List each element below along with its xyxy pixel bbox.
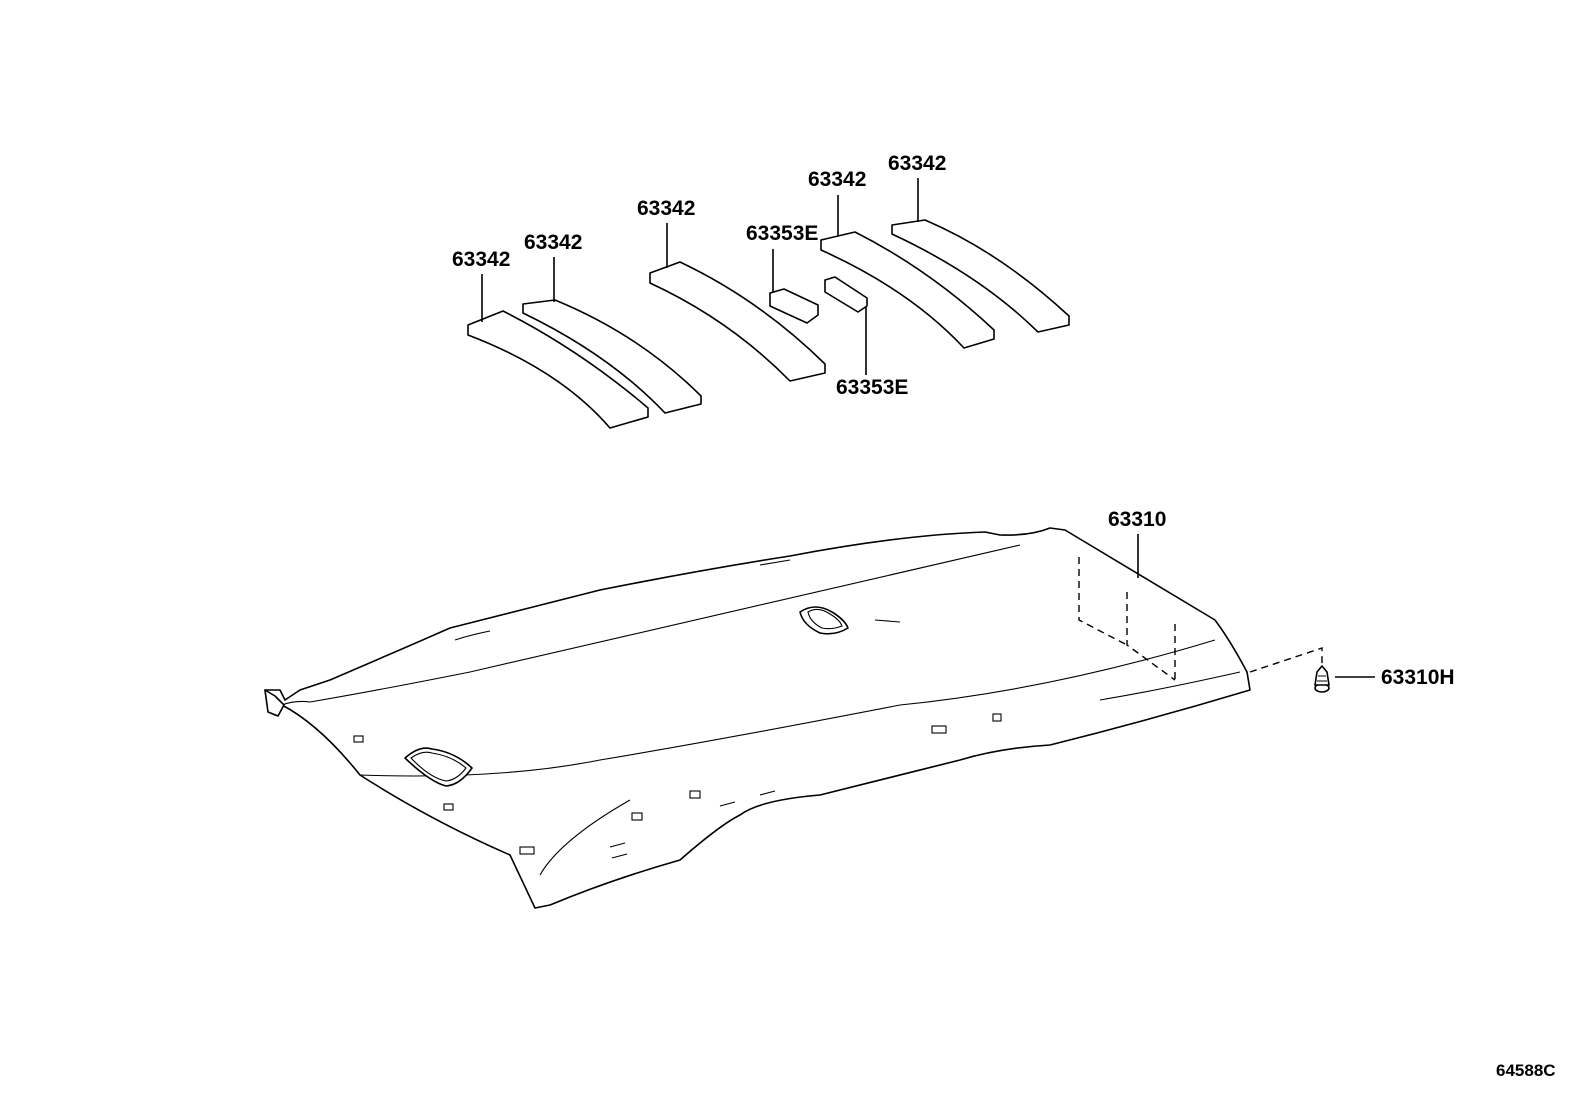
silencer-pad-4[interactable] — [820, 231, 995, 349]
silencer-pad-3[interactable] — [649, 261, 826, 382]
label-pad-4: 63342 — [808, 168, 866, 191]
spacer-2[interactable] — [824, 276, 868, 313]
label-spacer-2: 63353E — [836, 376, 908, 399]
silencer-pad-2[interactable] — [522, 299, 702, 414]
roof-headlining[interactable] — [264, 527, 1251, 909]
label-pad-5: 63342 — [888, 152, 946, 175]
illustration-reference: 64588C — [1496, 1061, 1556, 1080]
label-pad-1: 63342 — [452, 248, 510, 271]
leader-lines — [481, 178, 1375, 678]
clip-63310H[interactable] — [1314, 665, 1330, 693]
clip-position-lines — [1078, 557, 1323, 681]
silencer-pad-1[interactable] — [467, 310, 649, 429]
spacer-1[interactable] — [769, 288, 819, 324]
label-pad-3: 63342 — [637, 197, 695, 220]
label-clip: 63310H — [1381, 666, 1455, 689]
label-pad-2: 63342 — [524, 231, 582, 254]
label-spacer-1: 63353E — [746, 222, 818, 245]
label-headlining: 63310 — [1108, 508, 1166, 531]
silencer-pad-5[interactable] — [891, 219, 1070, 333]
